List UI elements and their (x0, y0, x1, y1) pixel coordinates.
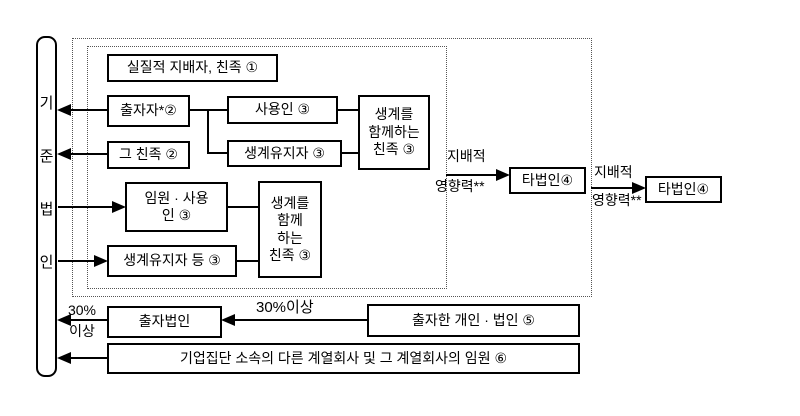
connector-livelihood-etc-to-family-b (237, 260, 258, 262)
livelihood-maintainer-box: 생계유지자 ③ (227, 140, 342, 167)
base-corporation-char: 법 (39, 201, 54, 218)
pct-left-line2: 이상 (69, 323, 95, 339)
other-corporation-box-2: 타법인④ (645, 176, 722, 203)
investor-box: 출자자*② (107, 95, 190, 127)
cohabiting-relative-b-line: 하는 (277, 229, 303, 246)
dominant-influence-1-bottom-label: 영향력** (435, 178, 485, 194)
arrowhead-left-icon (57, 314, 71, 326)
affiliate-companies-label: 기업집단 소속의 다른 계열회사 및 그 계열회사의 임원 ⑥ (179, 349, 508, 366)
base-corporation-box: 기 준 법 인 (36, 36, 57, 377)
cohabiting-relative-a-line: 함께하는 (368, 123, 420, 140)
connector-livelihood-to-family-a (342, 152, 358, 154)
connector-relative-to-base (66, 153, 107, 155)
dominant-influence-2-bottom-label: 영향력** (592, 192, 642, 208)
livelihood-maintainer-label: 생계유지자 ③ (244, 144, 325, 161)
pct-30-or-more-left-label: 30% 이상 (60, 300, 104, 342)
that-relative-box: 그 친족 ② (107, 141, 190, 169)
connector-dominant-influence-1 (446, 174, 497, 176)
outer-dotted-boundary (72, 38, 592, 297)
other-corporation-1-label: 타법인④ (521, 171, 574, 188)
officer-employee-line: 인 ③ (161, 207, 192, 223)
base-corporation-char: 인 (39, 254, 54, 271)
livelihood-maintainer-etc-box: 생계유지자 등 ③ (107, 245, 237, 277)
arrowhead-right-icon (496, 169, 510, 181)
other-corporation-2-label: 타법인④ (657, 180, 710, 197)
cohabiting-relative-a-line: 친족 ③ (372, 141, 416, 158)
arrowhead-right-icon (632, 182, 646, 194)
other-corporation-box-1: 타법인④ (509, 167, 586, 194)
officer-employee-line: 임원 · 사용 (144, 189, 209, 206)
employee-box: 사용인 ③ (227, 96, 338, 124)
connector-invested-corp-to-base (66, 319, 107, 321)
pct-30-or-more-mid-label: 30%이상 (256, 299, 314, 316)
substantial-controller-box: 실질적 지배자, 친족 ① (107, 54, 278, 82)
investor-label: 출자자*② (120, 102, 177, 119)
inner-dotted-boundary (87, 46, 447, 289)
arrowhead-left-icon (57, 104, 71, 116)
arrowhead-left-icon (57, 352, 71, 364)
arrowhead-right-icon (112, 201, 126, 213)
connector-affiliates-to-base (66, 357, 107, 359)
connector-employee-to-family-a (338, 109, 358, 111)
arrowhead-left-icon (221, 314, 235, 326)
livelihood-maintainer-etc-label: 생계유지자 등 ③ (123, 252, 221, 269)
connector-investor-to-base (66, 109, 107, 111)
cohabiting-relative-b-line: 친족 ③ (268, 247, 312, 263)
connector-dominant-influence-2 (591, 187, 633, 189)
base-corporation-char: 기 (39, 95, 54, 112)
connector-officer-to-family-b (228, 206, 258, 208)
officer-employee-box: 임원 · 사용 인 ③ (125, 182, 228, 232)
that-relative-label: 그 친족 ② (119, 146, 178, 163)
invested-corporation-box: 출자법인 (107, 306, 222, 338)
base-corporation-char: 준 (39, 148, 54, 165)
affiliate-companies-bar: 기업집단 소속의 다른 계열회사 및 그 계열회사의 임원 ⑥ (107, 343, 580, 374)
connector-investing-entity-to-invested-corp (235, 319, 368, 321)
arrowhead-left-icon (57, 148, 71, 160)
connector-branch-to-livelihood (207, 152, 227, 154)
investing-person-corp-box: 출자한 개인 · 법인 ⑤ (367, 304, 580, 337)
cohabiting-relative-b-line: 함께 (277, 212, 303, 228)
cohabiting-relative-a-line: 생계를 (374, 106, 414, 123)
connector-branch-vertical (207, 109, 209, 154)
connector-base-to-livelihood-etc (58, 260, 95, 262)
cohabiting-relative-box-b: 생계를 함께 하는 친족 ③ (258, 181, 322, 278)
employee-label: 사용인 ③ (254, 101, 311, 118)
connector-base-to-officer (58, 206, 113, 208)
investing-person-corp-label: 출자한 개인 · 법인 ⑤ (412, 311, 535, 328)
invested-corporation-label: 출자법인 (138, 313, 191, 330)
substantial-controller-label: 실질적 지배자, 친족 ① (126, 59, 259, 76)
dominant-influence-1-top-label: 지배적 (447, 148, 486, 164)
dominant-influence-2-top-label: 지배적 (594, 164, 633, 180)
cohabiting-relative-box-a: 생계를 함께하는 친족 ③ (358, 95, 430, 170)
pct-left-line1: 30% (67, 302, 97, 318)
cohabiting-relative-b-line: 생계를 (270, 194, 310, 211)
arrowhead-right-icon (94, 255, 108, 267)
